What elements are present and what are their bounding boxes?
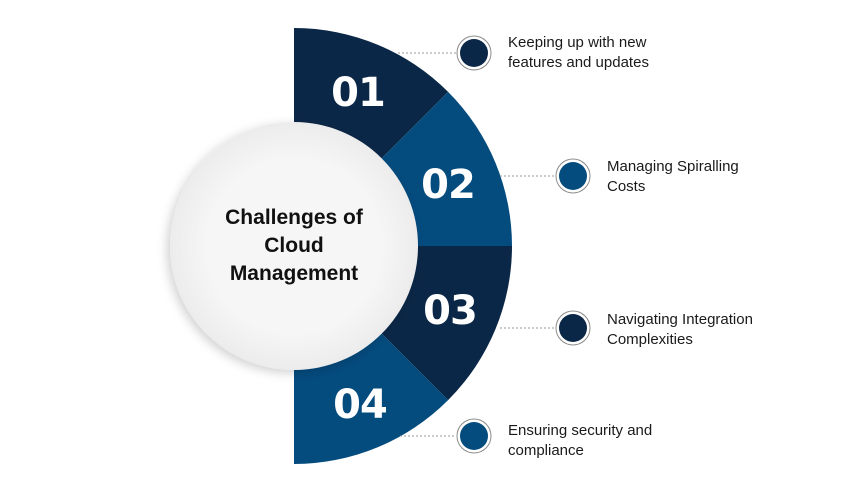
item-04-line2: compliance (508, 442, 584, 459)
center-circle (170, 122, 418, 370)
item-03-line2: Complexities (607, 331, 693, 348)
center-title-line1: Challenges of (225, 206, 363, 229)
item-02-line1: Managing Spiralling (607, 158, 739, 175)
center-title: Challenges of Cloud Management (170, 122, 418, 370)
number-04: 04 (333, 382, 387, 428)
number-03: 03 (423, 288, 477, 334)
bullet-icon-01 (456, 35, 492, 71)
item-01-line2: features and updates (508, 54, 649, 71)
item-label-02: Managing Spiralling Costs (607, 157, 739, 197)
bullet-icon-04 (456, 418, 492, 454)
number-02: 02 (421, 162, 475, 208)
bullet-icon-02 (555, 158, 591, 194)
item-02-line2: Costs (607, 178, 646, 195)
item-label-04: Ensuring security and compliance (508, 421, 652, 461)
center-title-line3: Management (229, 262, 359, 285)
bullet-icon-03 (555, 310, 591, 346)
number-01: 01 (331, 70, 385, 116)
item-04-line1: Ensuring security and (508, 422, 653, 439)
center-title-line2: Cloud (264, 234, 324, 257)
item-label-01: Keeping up with new features and updates (508, 33, 649, 73)
item-01-line1: Keeping up with new (508, 34, 647, 51)
item-label-03: Navigating Integration Complexities (607, 310, 753, 350)
item-03-line1: Navigating Integration (607, 311, 753, 328)
